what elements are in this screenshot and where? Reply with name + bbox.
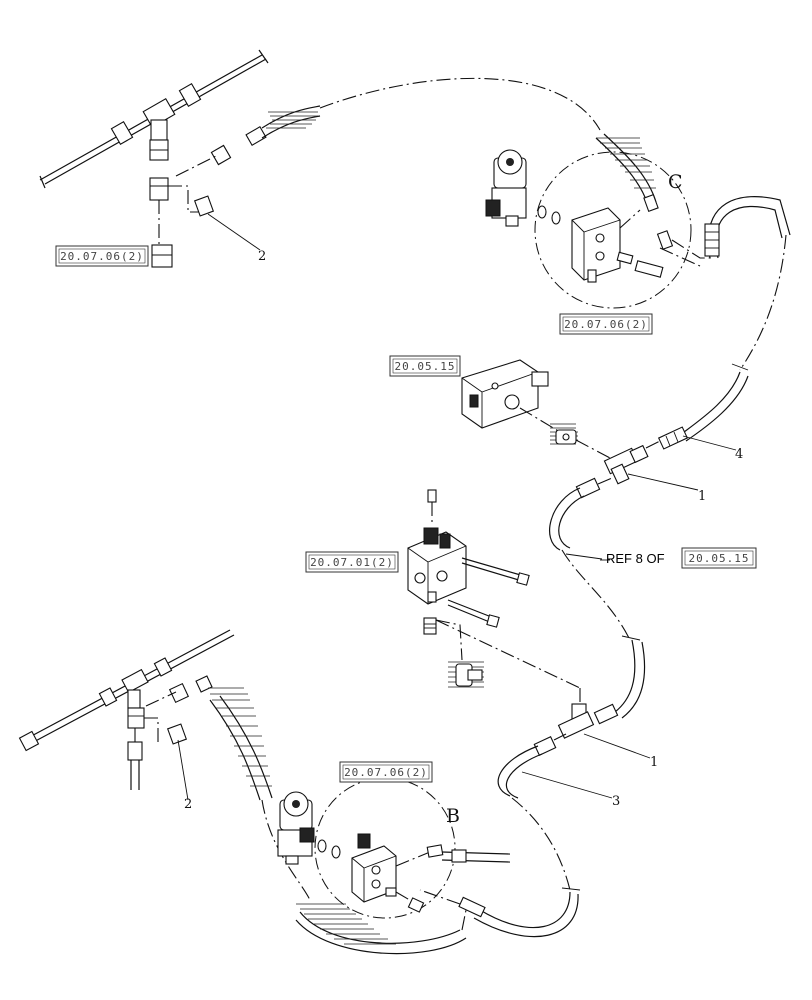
detail-label-b: B bbox=[446, 805, 460, 827]
top-left-pipe-assembly bbox=[39, 49, 269, 268]
ref-box-detail-b[interactable]: 20.07.06(2) bbox=[339, 761, 433, 783]
ref-box-top-left-text: 20.07.06(2) bbox=[60, 250, 144, 263]
callout-1-upper: 1 bbox=[698, 489, 706, 504]
detail-b bbox=[277, 777, 511, 919]
ref-box-note-text: 20.05.15 bbox=[689, 552, 750, 565]
callout-2-top: 2 bbox=[258, 249, 266, 264]
ref-box-valve-middle[interactable]: 20.07.01(2) bbox=[305, 551, 399, 573]
ref-note-prefix: REF 8 OF bbox=[606, 551, 665, 566]
bottom-left-pipe-assembly bbox=[18, 629, 311, 901]
hose-section-top-left bbox=[261, 105, 321, 139]
hose-right-upper bbox=[657, 196, 791, 450]
hose-route-top bbox=[319, 77, 601, 131]
detail-label-c: C bbox=[668, 171, 683, 193]
ref-box-detail-c[interactable]: 20.07.06(2) bbox=[559, 313, 653, 335]
valve-block-upper bbox=[461, 359, 611, 459]
ref-box-valve-upper-text: 20.05.15 bbox=[395, 360, 456, 373]
hose-lower bbox=[419, 745, 581, 938]
valve-block-middle bbox=[407, 489, 581, 704]
tee-fitting-lower bbox=[533, 703, 619, 756]
callout-3: 3 bbox=[612, 794, 620, 809]
ref-box-note[interactable]: 20.05.15 bbox=[681, 547, 757, 569]
callout-2-bottom: 2 bbox=[184, 797, 192, 812]
ref-note: REF 8 OF bbox=[565, 551, 665, 566]
ref-box-valve-upper[interactable]: 20.05.15 bbox=[389, 355, 461, 377]
hatched-elbow-upper bbox=[550, 423, 578, 445]
hose-middle bbox=[549, 487, 646, 719]
hatched-elbow-middle bbox=[448, 661, 484, 688]
leader-lines bbox=[177, 213, 737, 801]
callout-4: 4 bbox=[735, 447, 743, 462]
ref-box-valve-middle-text: 20.07.01(2) bbox=[310, 556, 394, 569]
callout-1-lower: 1 bbox=[650, 755, 658, 770]
detail-c bbox=[485, 133, 714, 309]
ref-box-detail-b-text: 20.07.06(2) bbox=[344, 766, 428, 779]
ref-box-top-left[interactable]: 20.07.06(2) bbox=[55, 245, 149, 267]
hose-bottom-hatched bbox=[295, 903, 467, 955]
tee-fitting-upper bbox=[575, 439, 663, 499]
ref-box-detail-c-text: 20.07.06(2) bbox=[564, 318, 648, 331]
